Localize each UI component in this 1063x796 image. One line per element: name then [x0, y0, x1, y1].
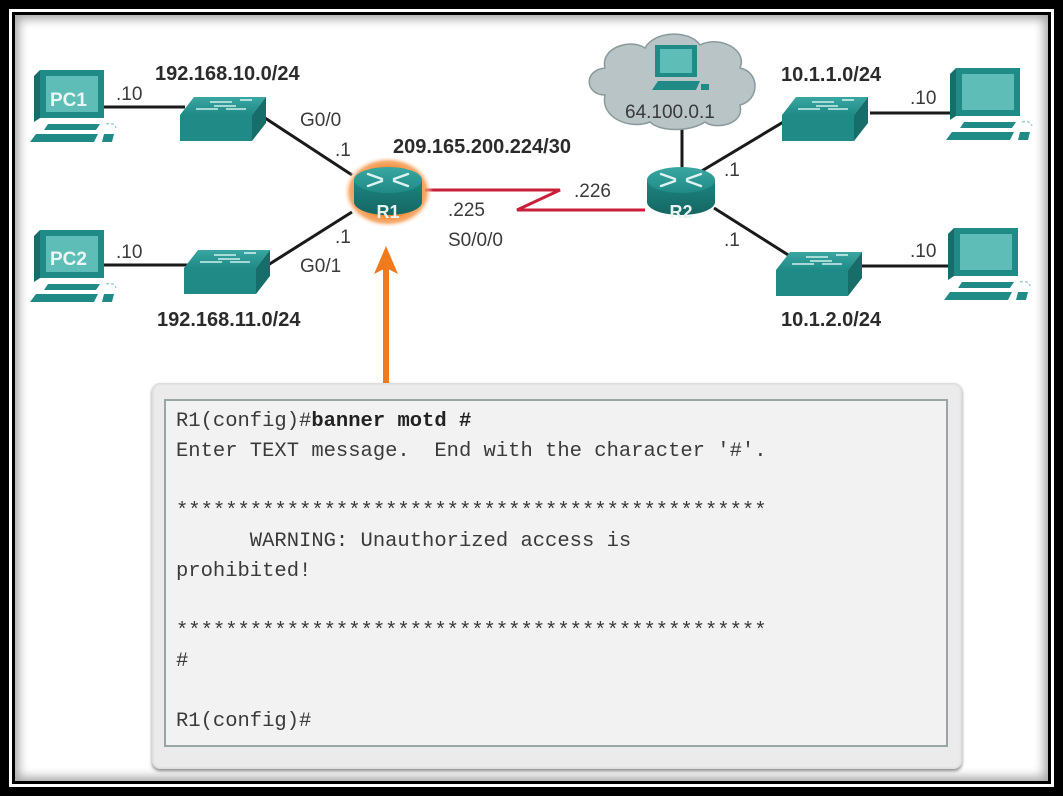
pc3[interactable] — [945, 67, 1033, 141]
terminal-line: ****************************************… — [176, 497, 767, 527]
r1-g00-ip: .1 — [335, 140, 351, 161]
r1-g00-name: G0/0 — [300, 110, 341, 131]
switch1-icon[interactable] — [179, 96, 267, 142]
r1-g01-ip: .1 — [335, 227, 351, 248]
terminal-line: ****************************************… — [176, 617, 767, 647]
r1-s000-name: S0/0/0 — [448, 230, 503, 251]
terminal-text: # — [176, 650, 189, 673]
terminal-prompt: R1(config)# — [176, 710, 312, 733]
link-switch2-r1 — [267, 210, 353, 267]
link-r2-switch4 — [713, 206, 794, 260]
router-r1[interactable]: R1 — [343, 156, 433, 228]
pc3-ip: .10 — [910, 88, 936, 109]
pc1[interactable]: PC1 — [29, 69, 117, 143]
terminal-text: prohibited! — [176, 560, 312, 583]
network-wan-label: 209.165.200.224/30 — [393, 136, 571, 158]
r2-label: R2 — [669, 202, 692, 222]
terminal-line: # — [176, 647, 767, 677]
terminal-line: Enter TEXT message. End with the charact… — [176, 437, 767, 467]
network-lan2-label: 192.168.11.0/24 — [157, 309, 301, 331]
internet-cloud: 64.100.0.1 — [588, 33, 756, 131]
pc3-icon — [945, 67, 1033, 141]
terminal-command: banner motd # — [311, 410, 472, 433]
topology-diagram: 64.100.0.1 PC1 .10 PC2 .10 .10 .10 192.1… — [29, 33, 1033, 384]
terminal-line: R1(config)# — [176, 707, 767, 737]
pointer-arrow-icon — [374, 246, 398, 384]
terminal-text: WARNING: Unauthorized access is — [176, 530, 632, 553]
network-lan1-label: 192.168.10.0/24 — [155, 63, 300, 85]
network-lan4-label: 10.1.2.0/24 — [781, 309, 882, 331]
r1-label: R1 — [376, 202, 399, 222]
link-r2-switch3 — [699, 116, 791, 174]
terminal-text: ****************************************… — [176, 500, 767, 523]
internet-host-ip: 64.100.0.1 — [625, 102, 715, 123]
switch2-icon[interactable] — [183, 249, 271, 295]
link-switch1-r1 — [264, 116, 353, 177]
r1-s000-ip: .225 — [448, 200, 485, 221]
r1-g01-name: G0/1 — [300, 256, 341, 277]
r2-lan3-ip: .1 — [724, 160, 740, 181]
serial-link-r1-r2 — [425, 188, 645, 212]
pc2-label: PC2 — [50, 249, 87, 270]
r2-serial-ip: .226 — [574, 181, 611, 202]
terminal-line: prohibited! — [176, 557, 767, 587]
r2-lan4-ip: .1 — [724, 230, 740, 251]
terminal-line — [176, 677, 767, 707]
terminal-prompt: R1(config)# — [176, 410, 312, 433]
internet-host-icon — [652, 45, 709, 90]
diagram-canvas: 64.100.0.1 PC1 .10 PC2 .10 .10 .10 192.1… — [15, 15, 1048, 781]
switch4-icon[interactable] — [775, 251, 863, 297]
terminal-lines: R1(config)#banner motd #Enter TEXT messa… — [176, 407, 767, 737]
terminal-line — [176, 587, 767, 617]
terminal-line — [176, 467, 767, 497]
terminal-line: R1(config)#banner motd # — [176, 407, 767, 437]
pc1-label: PC1 — [50, 90, 87, 111]
network-lan3-label: 10.1.1.0/24 — [781, 64, 882, 86]
terminal-line: WARNING: Unauthorized access is — [176, 527, 767, 557]
terminal-text: ****************************************… — [176, 620, 767, 643]
pc4-icon — [943, 227, 1031, 301]
pc2-ip: .10 — [116, 242, 142, 263]
pc4-ip: .10 — [910, 241, 936, 262]
router-r2[interactable]: R2 — [645, 165, 717, 222]
switch3-icon[interactable] — [781, 96, 869, 142]
terminal-text: Enter TEXT message. End with the charact… — [176, 440, 767, 463]
terminal-output: R1(config)#banner motd #Enter TEXT messa… — [164, 399, 948, 747]
pc1-ip: .10 — [116, 84, 142, 105]
links — [102, 105, 955, 268]
pc4[interactable] — [943, 227, 1031, 301]
pc2[interactable]: PC2 — [29, 229, 117, 303]
terminal-panel: R1(config)#banner motd #Enter TEXT messa… — [152, 383, 962, 769]
